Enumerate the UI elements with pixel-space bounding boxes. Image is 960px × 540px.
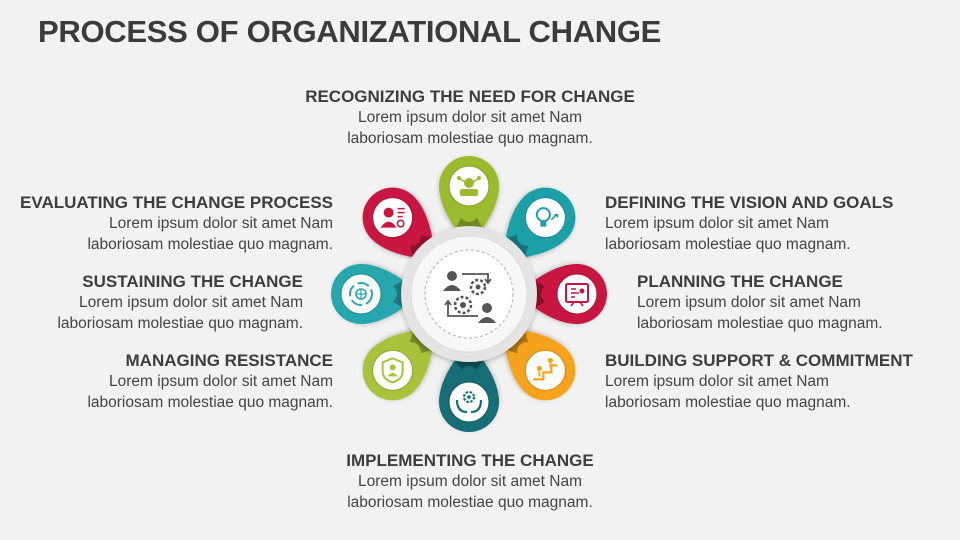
step-body-line: laboriosam molestiae quo magnam. <box>347 130 593 147</box>
hands-gear-icon <box>455 390 483 414</box>
person-evaluate-icon <box>380 207 405 228</box>
step-recognizing: RECOGNIZING THE NEED FOR CHANGE Lorem ip… <box>290 86 650 149</box>
icon-disc <box>524 197 566 239</box>
step-body-line: laboriosam molestiae quo magnam. <box>87 236 333 253</box>
icon-disc <box>372 197 414 239</box>
step-body-line: laboriosam molestiae quo magnam. <box>637 315 883 332</box>
step-body-line: Lorem ipsum dolor sit amet Nam <box>109 373 333 390</box>
icon-disc <box>524 349 566 391</box>
step-sustaining: SUSTAINING THE CHANGE Lorem ipsum dolor … <box>57 271 303 334</box>
step-body-line: laboriosam molestiae quo magnam. <box>347 494 593 511</box>
cycle-globe-icon <box>349 282 373 306</box>
step-managing-resistance: MANAGING RESISTANCE Lorem ipsum dolor si… <box>87 350 333 413</box>
change-process-icon <box>443 271 496 323</box>
step-body-line: laboriosam molestiae quo magnam. <box>605 236 851 253</box>
step-body-line: Lorem ipsum dolor sit amet Nam <box>637 294 861 311</box>
step-heading: PLANNING THE CHANGE <box>637 272 843 291</box>
step-heading: SUSTAINING THE CHANGE <box>82 272 303 291</box>
step-body-line: laboriosam molestiae quo magnam. <box>87 394 333 411</box>
shield-person-icon <box>381 357 404 384</box>
icon-disc <box>556 273 598 315</box>
step-body-line: Lorem ipsum dolor sit amet Nam <box>605 373 829 390</box>
step-defining: DEFINING THE VISION AND GOALS Lorem ipsu… <box>605 192 893 255</box>
center-hub <box>401 226 537 362</box>
step-body-line: Lorem ipsum dolor sit amet Nam <box>605 215 829 232</box>
step-body-line: laboriosam molestiae quo magnam. <box>605 394 851 411</box>
idea-network-icon <box>457 176 481 196</box>
step-building-support: BUILDING SUPPORT & COMMITMENT Lorem ipsu… <box>605 350 913 413</box>
lightbulb-target-icon <box>535 207 559 227</box>
step-evaluating: EVALUATING THE CHANGE PROCESS Lorem ipsu… <box>20 192 333 255</box>
step-body-line: Lorem ipsum dolor sit amet Nam <box>109 215 333 232</box>
step-heading: BUILDING SUPPORT & COMMITMENT <box>605 351 913 370</box>
step-heading: MANAGING RESISTANCE <box>125 351 333 370</box>
step-heading: EVALUATING THE CHANGE PROCESS <box>20 193 333 212</box>
petal-6 <box>362 327 436 401</box>
step-implementing: IMPLEMENTING THE CHANGE Lorem ipsum dolo… <box>290 450 650 513</box>
planning-board-icon <box>565 283 589 307</box>
step-body-line: Lorem ipsum dolor sit amet Nam <box>358 473 582 490</box>
step-planning: PLANNING THE CHANGE Lorem ipsum dolor si… <box>637 271 883 334</box>
petal-1 <box>439 156 499 246</box>
step-body-line: Lorem ipsum dolor sit amet Nam <box>358 109 582 126</box>
step-body-line: Lorem ipsum dolor sit amet Nam <box>79 294 303 311</box>
step-heading: DEFINING THE VISION AND GOALS <box>605 193 894 212</box>
step-heading: RECOGNIZING THE NEED FOR CHANGE <box>305 87 635 106</box>
icon-disc <box>448 381 490 423</box>
page-title: PROCESS OF ORGANIZATIONAL CHANGE <box>38 14 662 49</box>
support-climb-icon <box>533 357 558 381</box>
step-heading: IMPLEMENTING THE CHANGE <box>346 451 594 470</box>
step-body-line: laboriosam molestiae quo magnam. <box>57 315 303 332</box>
